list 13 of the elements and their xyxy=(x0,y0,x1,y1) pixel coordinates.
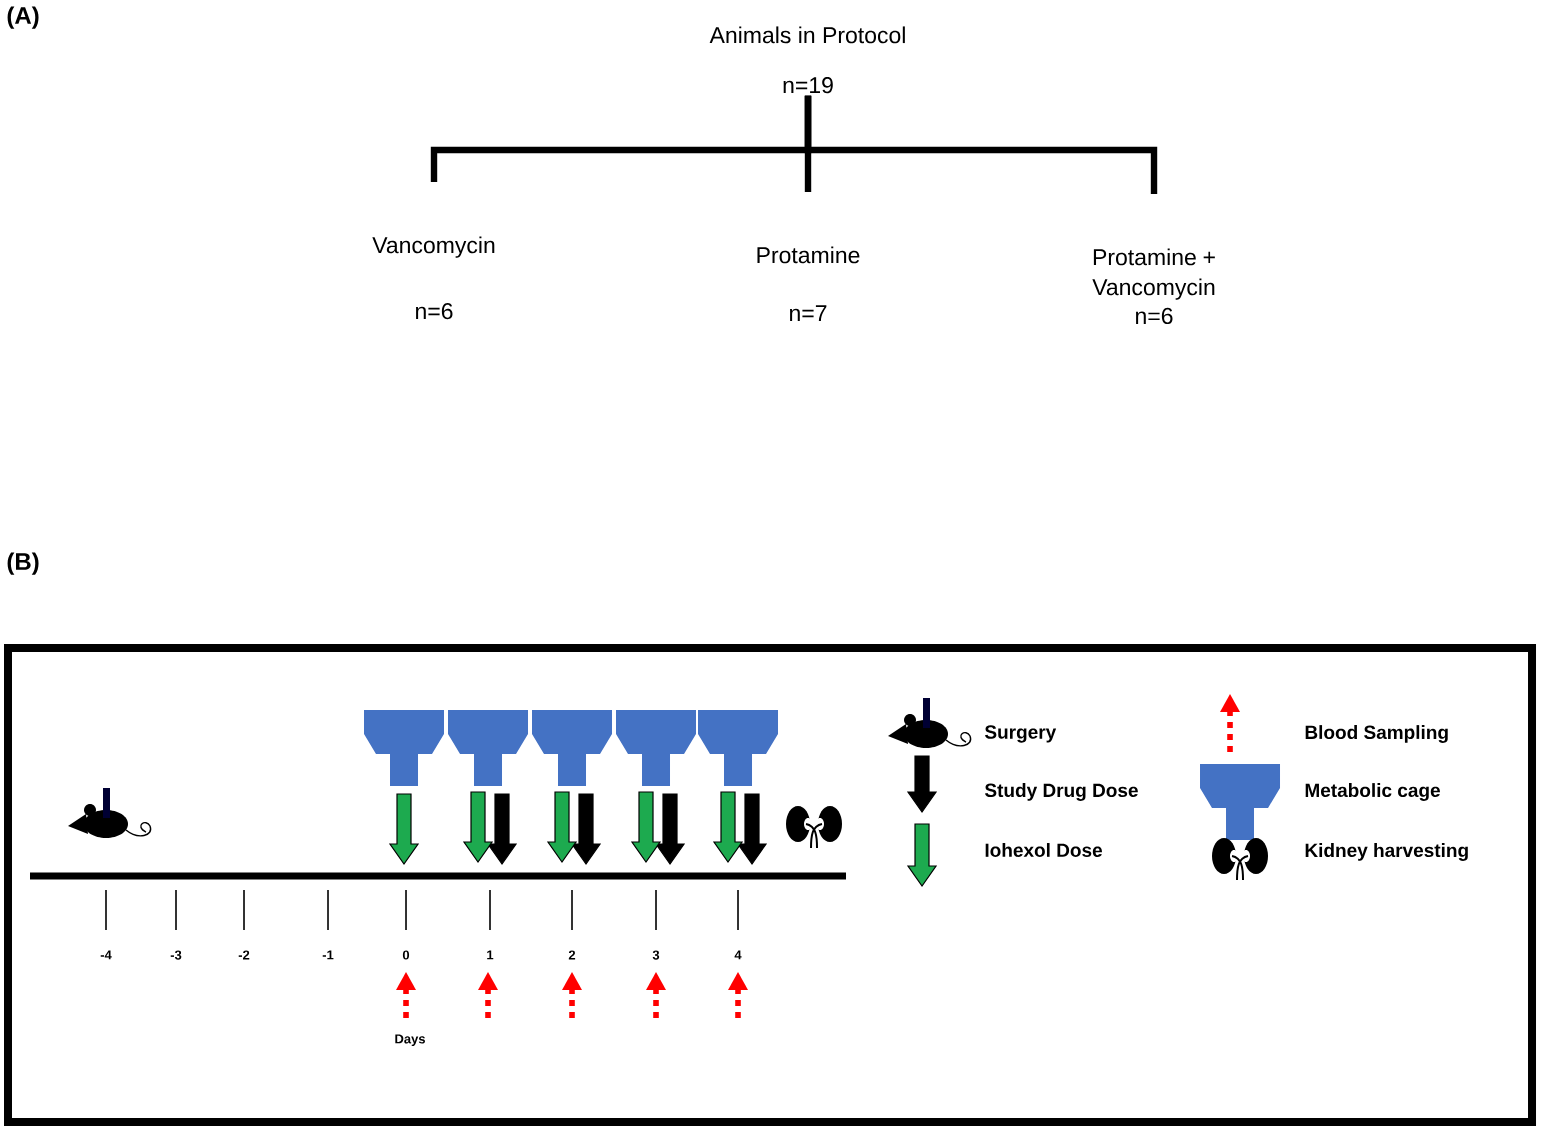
group-label: Vancomycin n=6 xyxy=(372,236,495,320)
legend-label: Metabolic cage xyxy=(1305,783,1440,801)
legend-label: Study Drug Dose xyxy=(984,783,1138,801)
bracket-line xyxy=(804,95,1158,194)
panel-label: (B) xyxy=(7,552,39,575)
group-label: Protamine n=7 xyxy=(757,246,860,322)
legend-label: Kidney harvesting xyxy=(1305,843,1468,861)
group-label: Protamine + Vancomycin n=6 xyxy=(1092,248,1215,325)
panel-label: (A) xyxy=(7,6,39,29)
group-label: Animals in Protocol n=19 xyxy=(709,26,905,94)
legend-label: Iohexol Dose xyxy=(985,843,1102,857)
legend-label: Surgery xyxy=(984,725,1057,743)
legend-label: Blood Sampling xyxy=(1305,725,1448,743)
